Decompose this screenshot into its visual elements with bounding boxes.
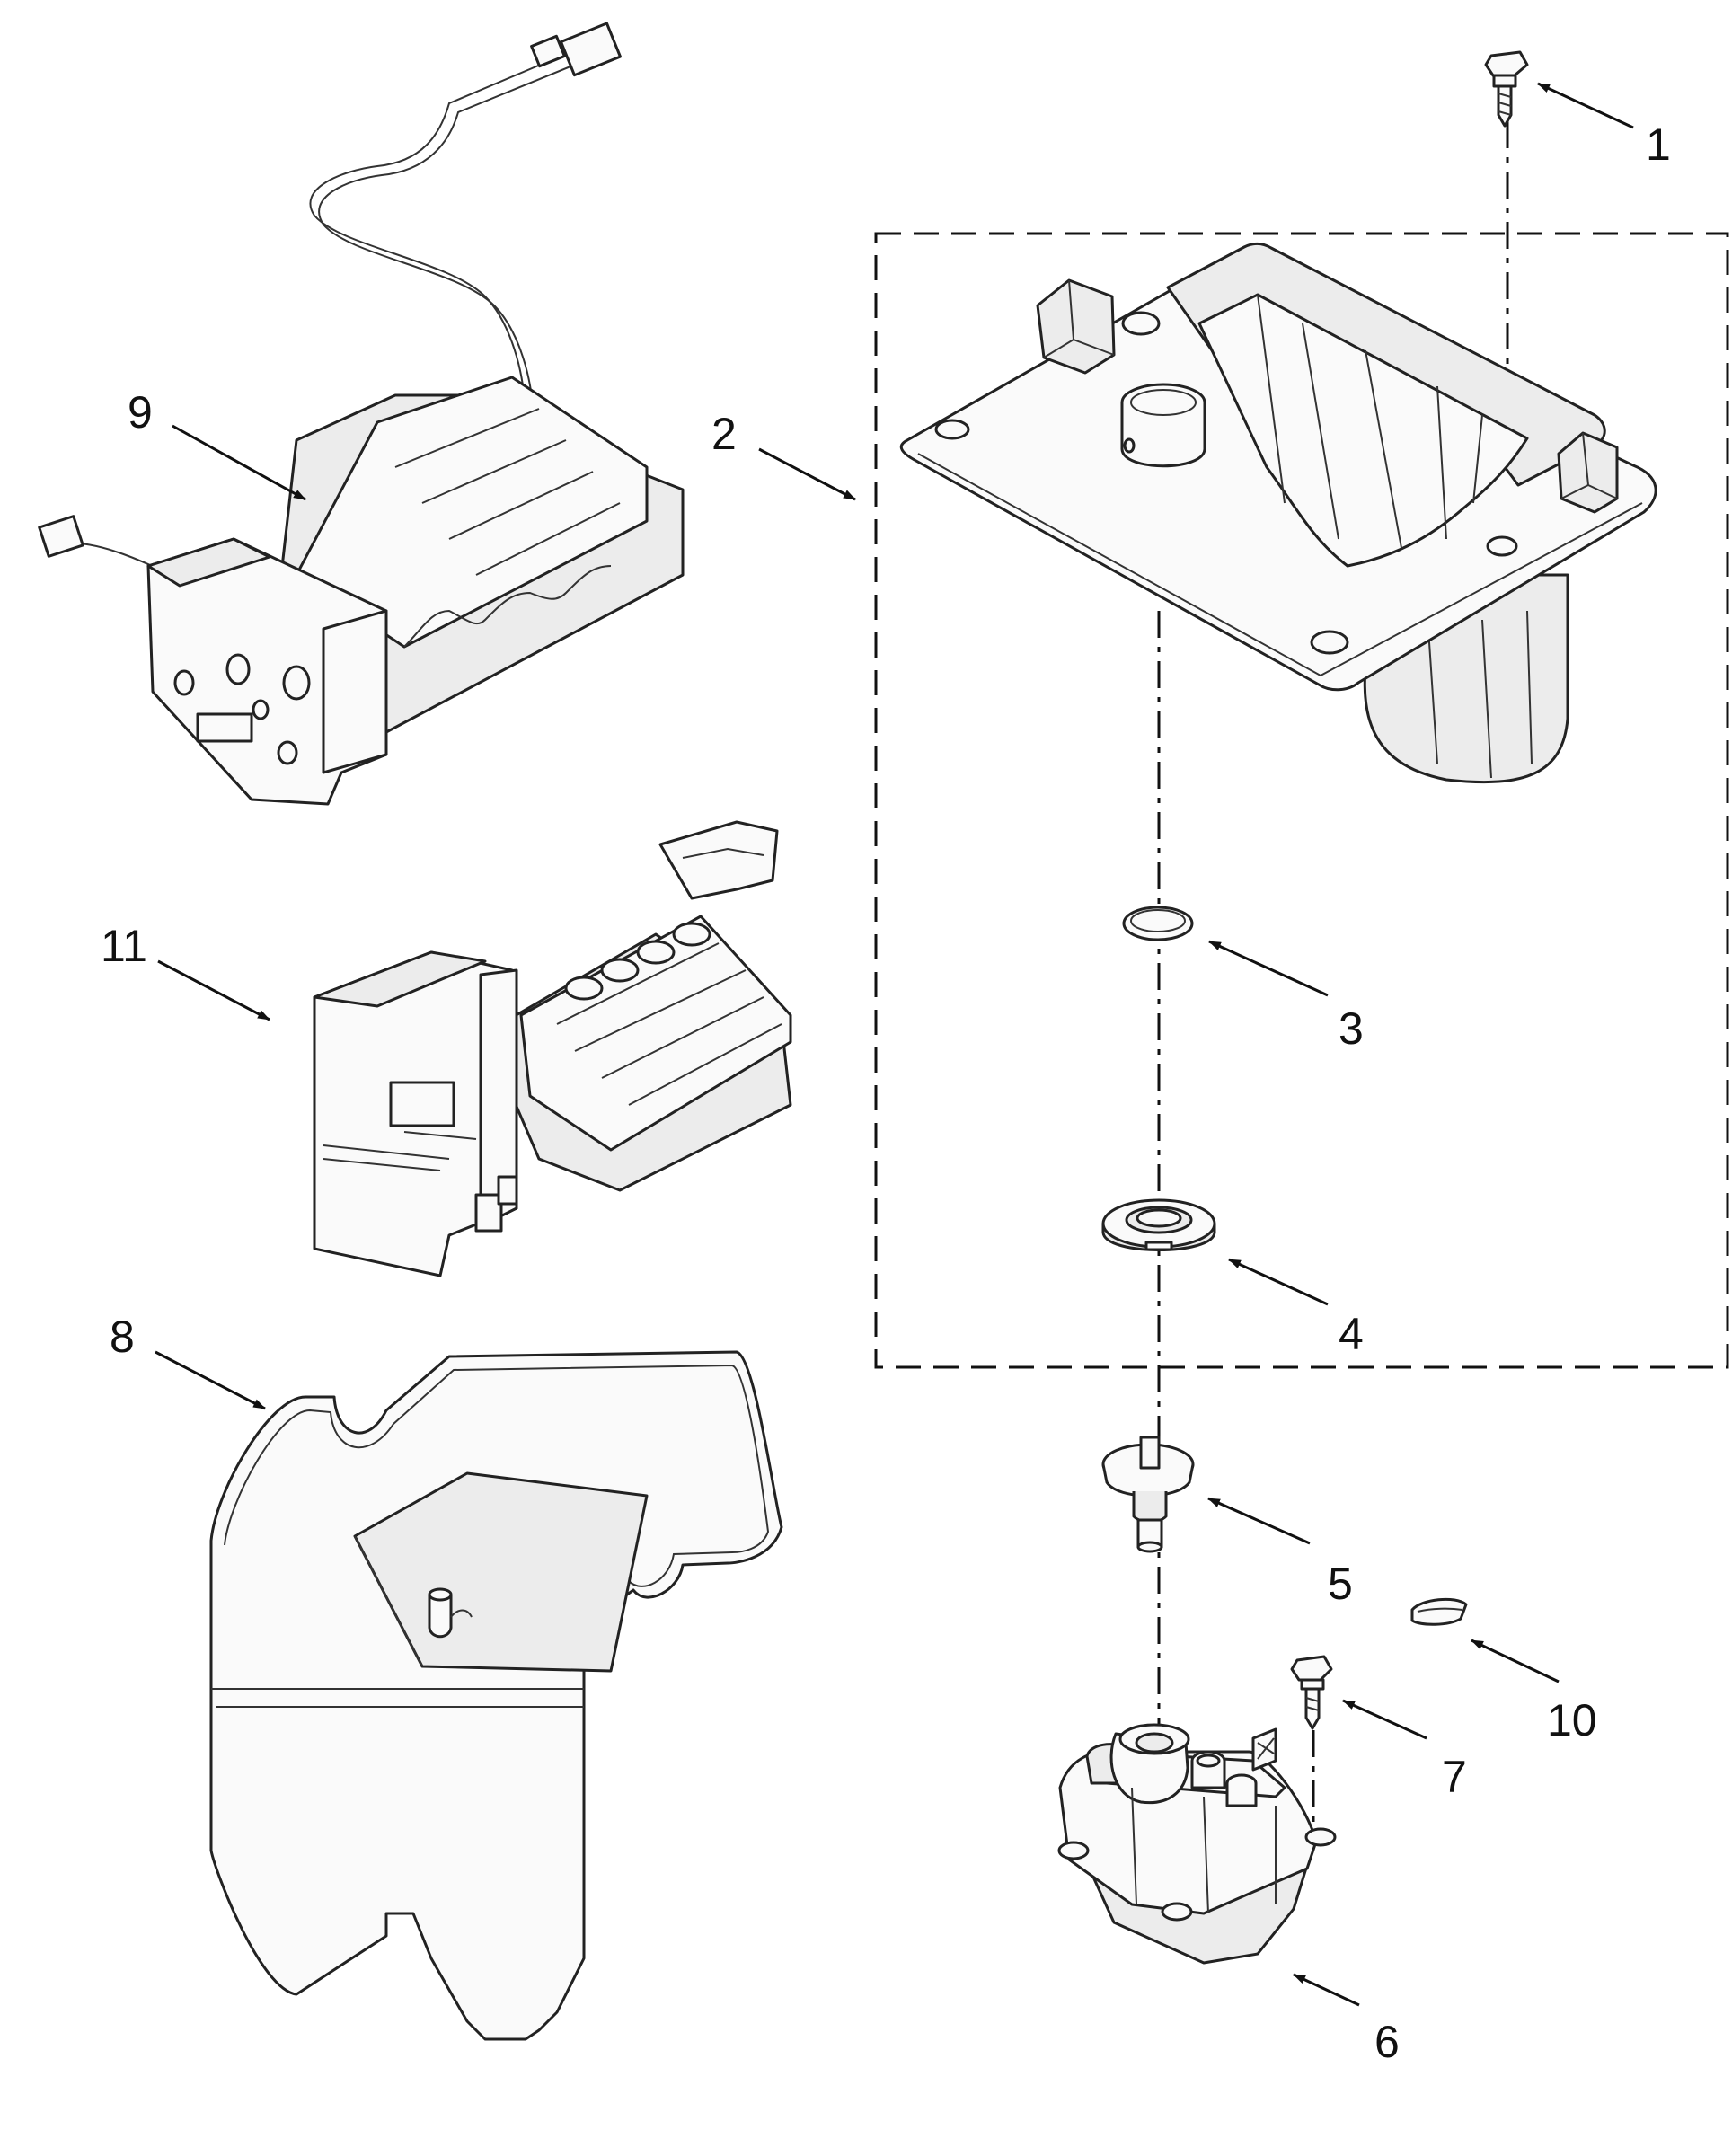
callout-2: 2 xyxy=(711,409,737,459)
arrow-6 xyxy=(1293,1973,1360,2007)
callout-10: 10 xyxy=(1547,1695,1597,1745)
callout-7: 7 xyxy=(1442,1752,1467,1802)
arrow-11 xyxy=(157,959,270,1021)
ring-part-3 xyxy=(1122,906,1194,941)
ice-bucket-part-8 xyxy=(209,1350,783,2041)
arrow-4 xyxy=(1228,1258,1329,1306)
arrow-3 xyxy=(1208,940,1329,997)
motor-housing-part-6 xyxy=(1057,1723,1337,1965)
icemaker-part-11 xyxy=(313,820,792,1277)
callout-1: 1 xyxy=(1646,119,1671,170)
icemaker-part-9 xyxy=(38,22,685,806)
screw-part-1 xyxy=(1484,50,1529,128)
hopper-cover-part-2 xyxy=(899,242,1657,784)
arrow-10 xyxy=(1471,1639,1560,1683)
arrow-5 xyxy=(1207,1497,1311,1545)
arrow-9 xyxy=(172,424,306,501)
callout-6: 6 xyxy=(1374,2017,1400,2067)
callout-9: 9 xyxy=(128,387,153,437)
callout-5: 5 xyxy=(1328,1559,1353,1609)
coupler-part-5 xyxy=(1101,1436,1195,1553)
callout-arrows xyxy=(155,82,1634,2007)
screw-part-7 xyxy=(1290,1655,1333,1730)
assembly-group-box xyxy=(874,232,1729,1369)
arrow-7 xyxy=(1342,1699,1427,1740)
bearing-part-4 xyxy=(1101,1198,1216,1251)
arrow-1 xyxy=(1537,82,1634,129)
arrow-8 xyxy=(155,1350,266,1410)
pad-part-10 xyxy=(1410,1597,1468,1626)
callout-4: 4 xyxy=(1339,1309,1364,1359)
callout-11: 11 xyxy=(101,921,147,971)
callout-3: 3 xyxy=(1339,1003,1364,1054)
arrow-2 xyxy=(758,447,856,501)
callout-8: 8 xyxy=(110,1312,135,1362)
callout-labels: 1 2 3 4 5 6 7 8 9 10 11 xyxy=(101,119,1671,2067)
